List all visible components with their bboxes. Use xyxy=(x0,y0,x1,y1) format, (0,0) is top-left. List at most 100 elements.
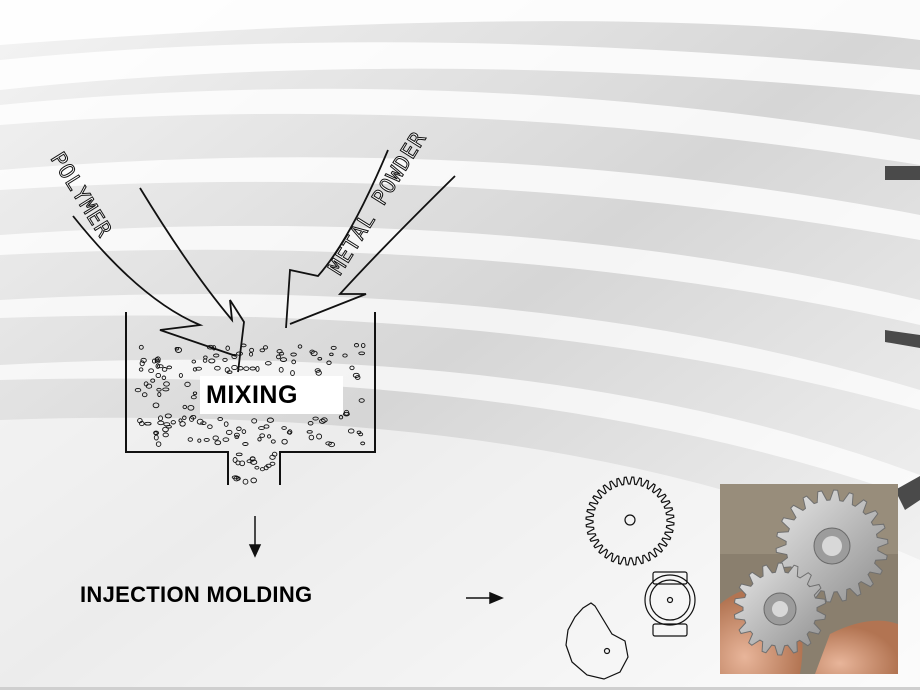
particle xyxy=(182,415,187,421)
particle xyxy=(353,343,360,348)
particle xyxy=(234,435,240,440)
particle xyxy=(320,417,328,423)
particle xyxy=(202,358,208,363)
down-arrow xyxy=(248,516,262,558)
particle xyxy=(156,364,164,369)
particle xyxy=(347,428,355,434)
particle xyxy=(259,467,265,472)
particle xyxy=(213,353,220,358)
particle xyxy=(190,414,197,420)
particle xyxy=(241,429,247,434)
particle xyxy=(270,439,276,444)
particle xyxy=(184,381,191,388)
particle xyxy=(157,420,165,426)
particle xyxy=(358,432,364,437)
particle xyxy=(225,429,233,435)
particle xyxy=(236,351,243,356)
particle xyxy=(259,433,266,438)
particle xyxy=(150,378,156,383)
particle xyxy=(360,342,366,349)
particle xyxy=(178,418,183,423)
particle xyxy=(250,477,257,484)
particle xyxy=(233,432,240,438)
particle xyxy=(259,348,266,353)
particle xyxy=(161,375,167,381)
particle xyxy=(249,456,256,462)
particle xyxy=(269,461,276,466)
particle xyxy=(187,437,193,442)
particle xyxy=(249,366,256,371)
particle xyxy=(315,370,322,376)
particle xyxy=(212,435,219,441)
particle xyxy=(326,360,332,366)
particle xyxy=(214,365,221,371)
particle xyxy=(144,421,152,426)
particle xyxy=(242,478,249,485)
particle xyxy=(165,424,172,429)
particle xyxy=(174,346,179,351)
particle xyxy=(360,441,366,446)
gear-outline-icon xyxy=(585,476,675,566)
particle xyxy=(192,391,198,396)
particle xyxy=(158,415,163,422)
mixing-vessel xyxy=(125,312,376,485)
particle xyxy=(358,398,365,403)
particle xyxy=(286,430,292,435)
particle xyxy=(278,366,284,373)
particle xyxy=(134,387,142,393)
particle xyxy=(310,350,318,357)
right-arrow xyxy=(466,591,504,605)
particle xyxy=(264,361,272,366)
particle xyxy=(237,366,244,371)
particle xyxy=(358,351,366,356)
particle xyxy=(276,354,281,360)
particle xyxy=(342,411,350,417)
particle xyxy=(267,434,272,439)
particle xyxy=(166,365,173,370)
particle xyxy=(138,367,144,372)
particle xyxy=(178,372,183,378)
particle xyxy=(325,441,332,446)
particle xyxy=(223,421,229,427)
particle xyxy=(279,357,288,362)
particle xyxy=(281,426,287,430)
particle xyxy=(222,437,230,442)
particle xyxy=(308,434,315,441)
particle xyxy=(316,433,323,440)
particle xyxy=(162,426,169,433)
particle xyxy=(236,426,242,432)
particle xyxy=(139,421,145,427)
particle xyxy=(191,359,197,364)
particle-mixture xyxy=(134,342,366,485)
particle xyxy=(342,353,348,358)
particle xyxy=(155,372,162,379)
gear-photo xyxy=(720,484,898,674)
particle xyxy=(163,381,170,387)
particle xyxy=(162,432,169,438)
particle xyxy=(290,370,295,377)
particle xyxy=(170,420,176,425)
particle xyxy=(297,344,303,349)
particle xyxy=(152,402,160,409)
particle xyxy=(239,460,246,467)
particle xyxy=(153,431,158,435)
particle xyxy=(338,415,344,420)
particle xyxy=(192,367,198,372)
particle xyxy=(235,452,243,457)
particle xyxy=(328,441,336,448)
injection-molding-label: INJECTION MOLDING xyxy=(80,582,313,607)
particle xyxy=(251,418,258,424)
particle xyxy=(255,365,260,372)
particle xyxy=(352,372,360,378)
particle xyxy=(257,437,262,442)
particle xyxy=(231,364,238,371)
particle xyxy=(161,367,168,372)
particle xyxy=(281,438,288,445)
particle xyxy=(263,424,270,429)
particle xyxy=(329,352,334,357)
particle xyxy=(179,421,186,427)
particle xyxy=(138,344,144,350)
particle xyxy=(153,434,159,441)
